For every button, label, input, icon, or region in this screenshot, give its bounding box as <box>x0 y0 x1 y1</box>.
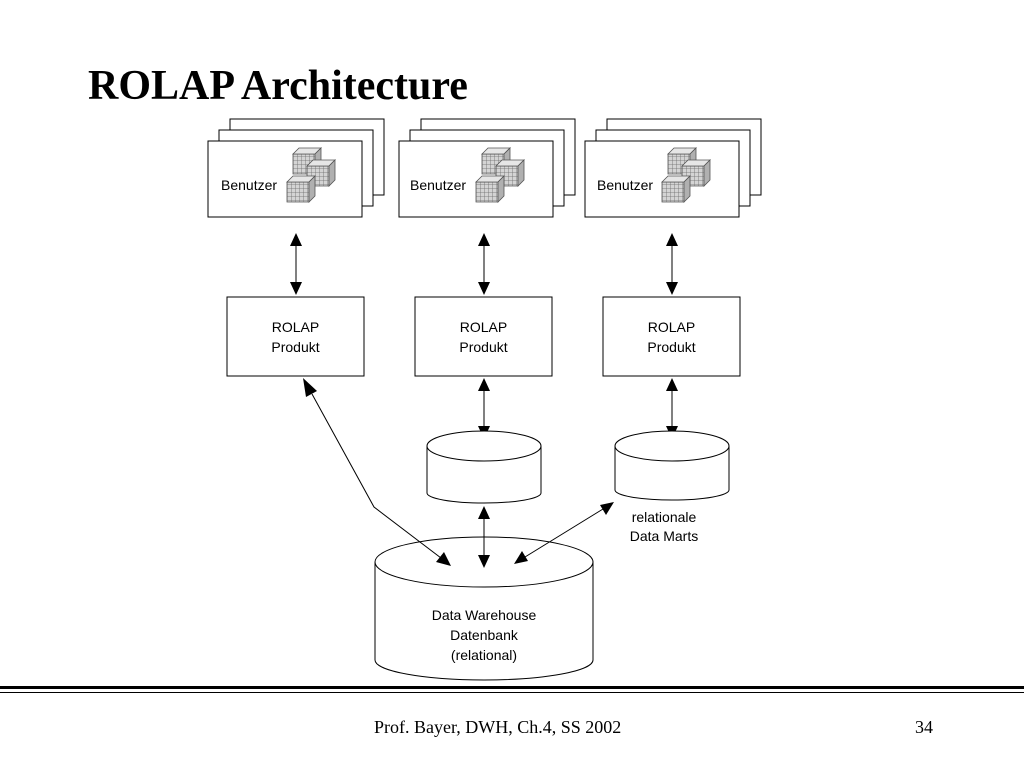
rolap-label: ROLAP <box>272 319 319 335</box>
rolap-product-2: ROLAP Produkt <box>414 296 553 377</box>
arrow-user-rolap-2 <box>478 233 490 295</box>
user-stack-3: Benutzer <box>584 118 762 218</box>
data-marts-label-line2: Data Marts <box>630 528 698 544</box>
data-mart-cylinder-1 <box>426 430 542 504</box>
arrow-rolap1-warehouse <box>303 378 451 566</box>
warehouse-label-line2: Datenbank <box>450 627 519 643</box>
data-mart-cylinder-2 <box>614 430 730 501</box>
produkt-label: Produkt <box>271 339 319 355</box>
rolap-label: ROLAP <box>648 319 695 335</box>
footer-rule-thick <box>0 686 1024 689</box>
arrow-mart2-warehouse <box>514 502 614 564</box>
warehouse-label-line3: (relational) <box>451 647 517 663</box>
arrow-mart-warehouse <box>478 506 490 568</box>
rolap-label: ROLAP <box>460 319 507 335</box>
data-marts-label-line1: relationale <box>632 509 697 525</box>
arrow-rolap-mart-2 <box>478 378 490 439</box>
slide-title: ROLAP Architecture <box>88 63 468 109</box>
rolap-product-3: ROLAP Produkt <box>602 296 741 377</box>
arrow-user-rolap-3 <box>666 233 678 295</box>
user-stack-1: Benutzer <box>207 118 385 218</box>
footer-rule-thin <box>0 692 1024 693</box>
arrow-user-rolap-1 <box>290 233 302 295</box>
page-number: 34 <box>915 717 933 737</box>
user-label: Benutzer <box>410 177 466 193</box>
arrow-rolap-mart-3 <box>666 378 678 439</box>
produkt-label: Produkt <box>459 339 507 355</box>
warehouse-label-line1: Data Warehouse <box>432 607 537 623</box>
rolap-product-1: ROLAP Produkt <box>226 296 365 377</box>
footer-text: Prof. Bayer, DWH, Ch.4, SS 2002 <box>374 717 622 737</box>
user-label: Benutzer <box>597 177 653 193</box>
user-label: Benutzer <box>221 177 277 193</box>
user-stack-2: Benutzer <box>398 118 576 218</box>
produkt-label: Produkt <box>647 339 695 355</box>
